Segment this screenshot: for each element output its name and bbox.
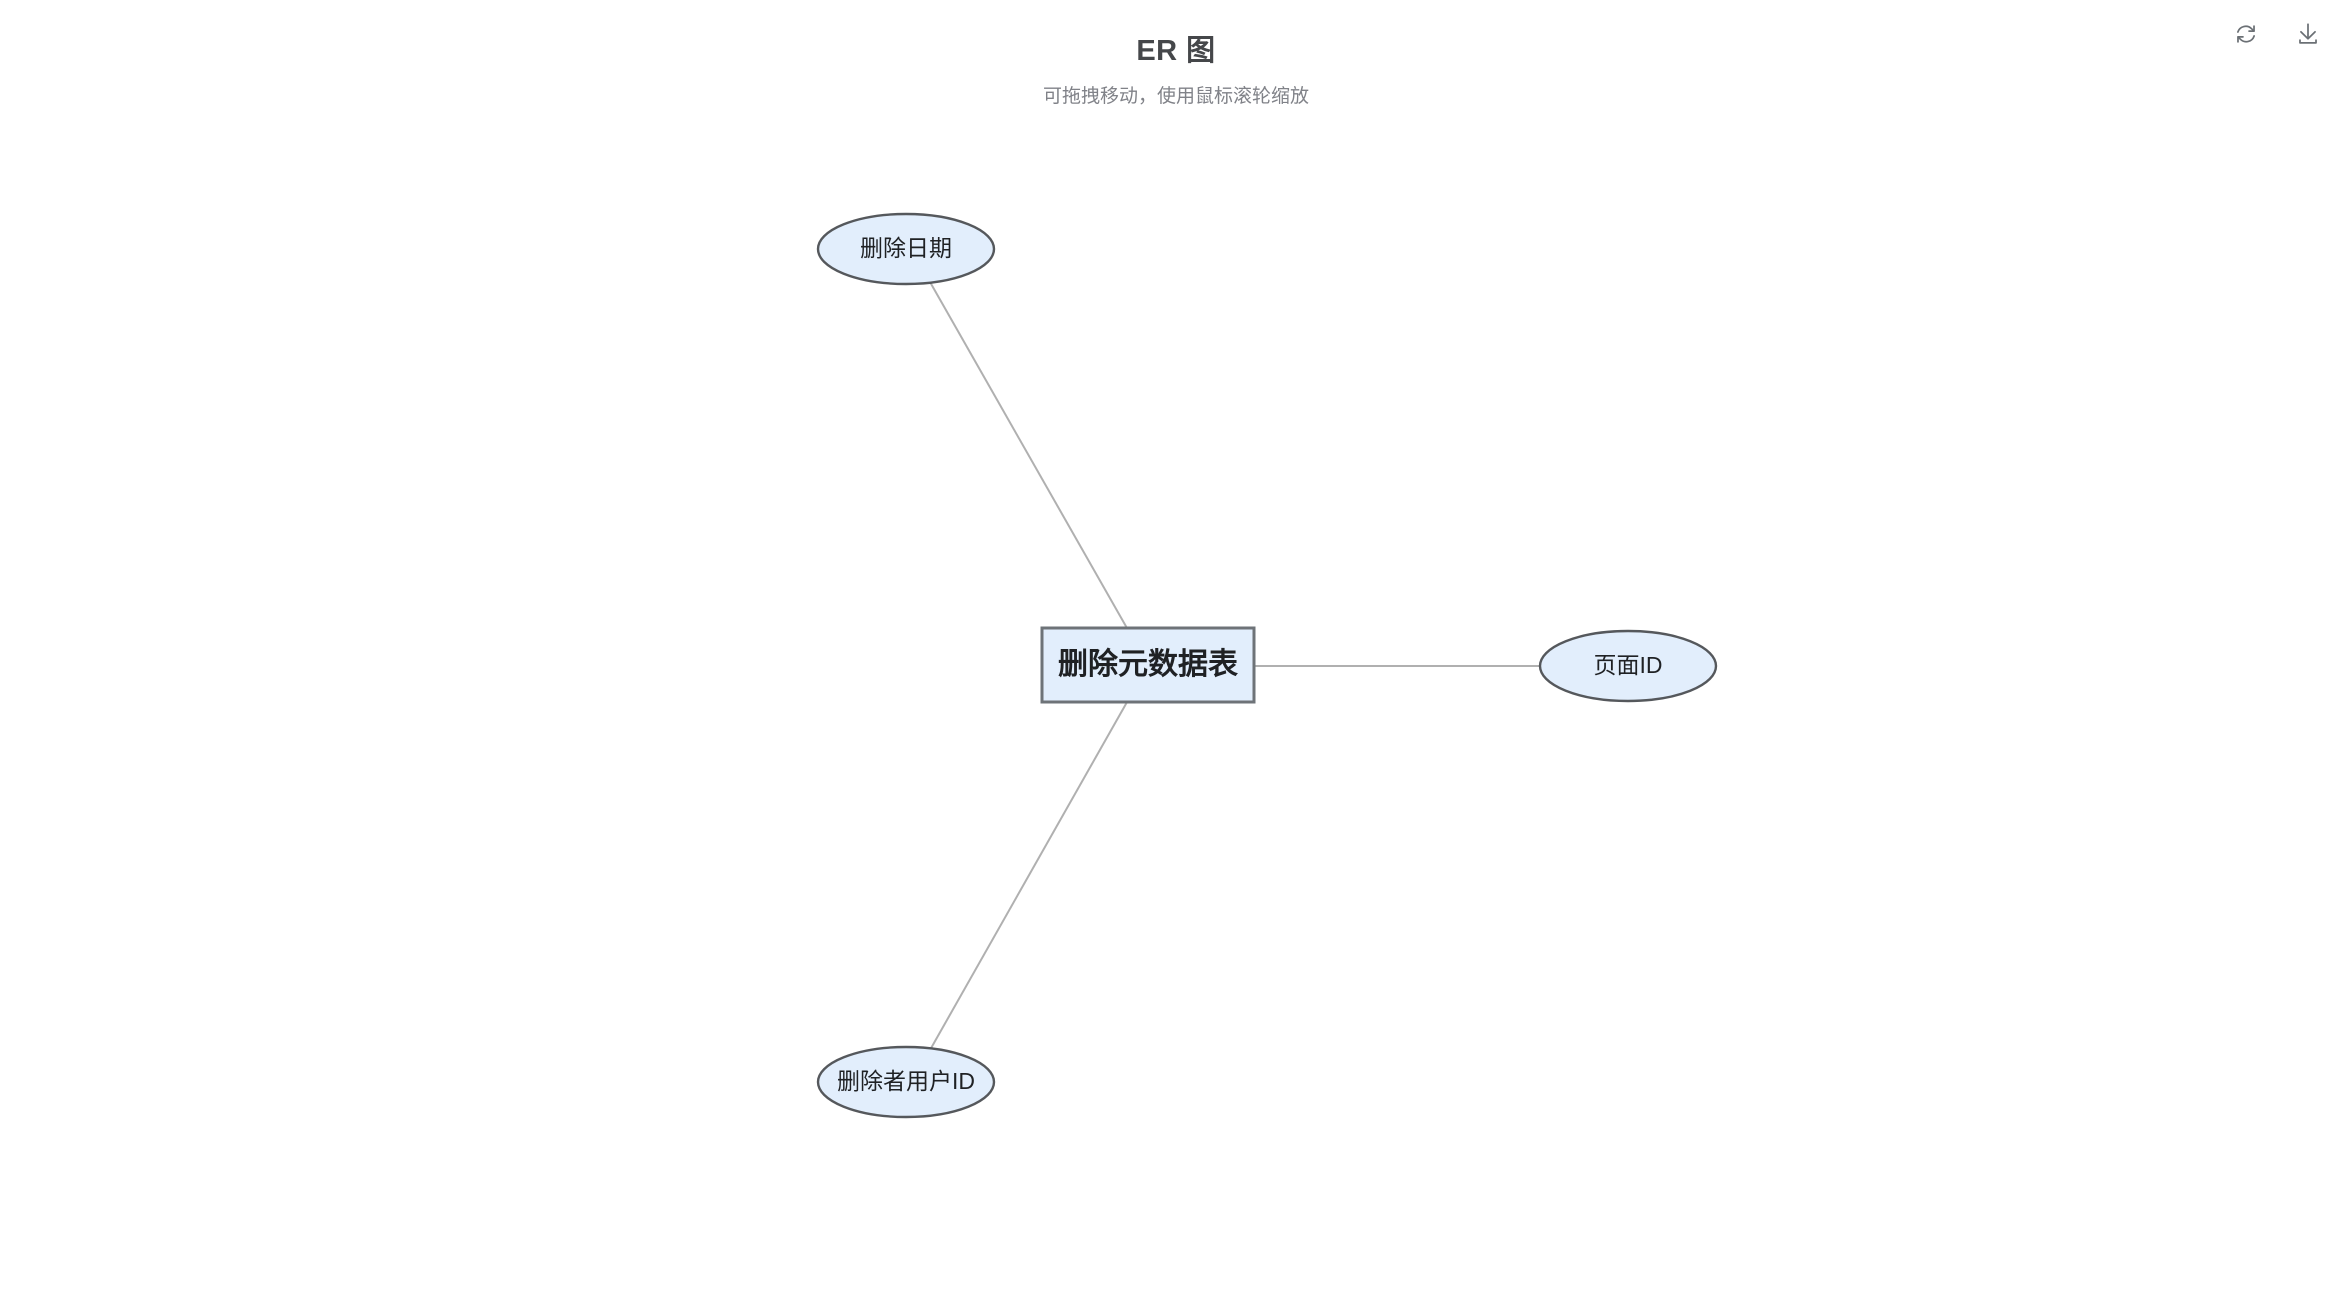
reset-view-button[interactable] — [2226, 14, 2266, 54]
entity-label: 删除元数据表 — [1058, 647, 1238, 681]
attribute-ellipse[interactable] — [816, 212, 996, 286]
edge-entity-delete-date — [929, 281, 1149, 666]
download-icon — [2295, 21, 2321, 47]
attribute-ellipse[interactable] — [816, 1045, 996, 1119]
attribute-label: 页面ID — [1594, 652, 1663, 678]
entity-rect[interactable] — [1040, 626, 1256, 704]
refresh-icon — [2233, 21, 2259, 47]
download-button[interactable] — [2288, 14, 2328, 54]
edge-layer — [929, 281, 1540, 1051]
entity-node-delete-metadata-table[interactable]: 删除元数据表 — [1040, 626, 1256, 704]
edge-entity-deleter-user-id — [929, 664, 1149, 1051]
attribute-node-page-id[interactable]: 页面ID — [1538, 629, 1718, 703]
toolbar — [2226, 0, 2352, 54]
attribute-label: 删除者用户ID — [837, 1068, 975, 1094]
attribute-ellipse[interactable] — [1538, 629, 1718, 703]
attribute-label: 删除日期 — [860, 235, 952, 261]
attribute-node-delete-date[interactable]: 删除日期 — [816, 212, 996, 286]
attribute-node-deleter-user-id[interactable]: 删除者用户ID — [816, 1045, 996, 1119]
